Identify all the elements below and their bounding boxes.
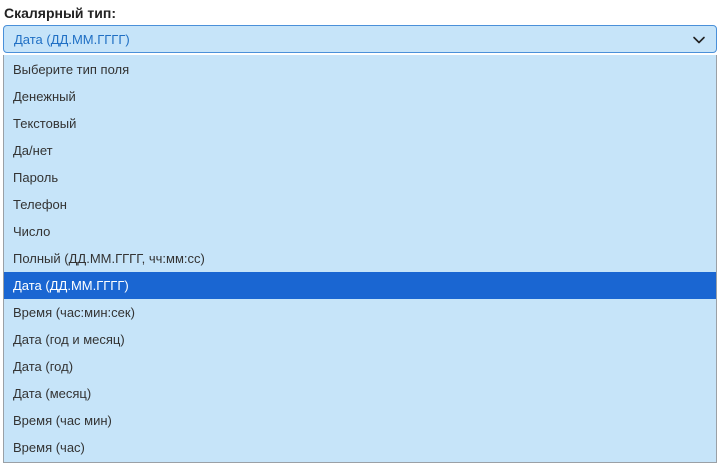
select-value: Дата (ДД.ММ.ГГГГ) — [14, 32, 130, 47]
option-item[interactable]: Дата (месяц) — [13, 386, 92, 401]
option-item[interactable]: Выберите тип поля — [13, 62, 130, 77]
dropdown-list: Выберите тип поля Денежный Текстовый Да/… — [3, 55, 717, 463]
field-label: Скалярный тип: — [4, 5, 117, 21]
option-item[interactable]: Да/нет — [13, 143, 53, 158]
option-item[interactable]: Текстовый — [13, 116, 77, 131]
option-item[interactable]: Денежный — [13, 89, 76, 104]
option-item[interactable]: Время (час:мин:сек) — [13, 305, 135, 320]
scalar-type-select[interactable]: Дата (ДД.ММ.ГГГГ) — [3, 25, 717, 53]
option-item[interactable]: Время (час) — [13, 440, 85, 455]
option-item[interactable]: Пароль — [13, 170, 59, 185]
option-item[interactable]: Дата (год и месяц) — [13, 332, 125, 347]
option-item[interactable]: Дата (год) — [13, 359, 74, 374]
chevron-down-icon — [693, 36, 705, 44]
option-item[interactable]: Телефон — [13, 197, 67, 212]
option-item[interactable]: Полный (ДД.ММ.ГГГГ, чч:мм:сс) — [13, 251, 205, 266]
option-item[interactable]: Время (час мин) — [13, 413, 112, 428]
option-item[interactable]: Число — [13, 224, 51, 239]
option-item-selected[interactable]: Дата (ДД.ММ.ГГГГ) — [4, 272, 716, 299]
